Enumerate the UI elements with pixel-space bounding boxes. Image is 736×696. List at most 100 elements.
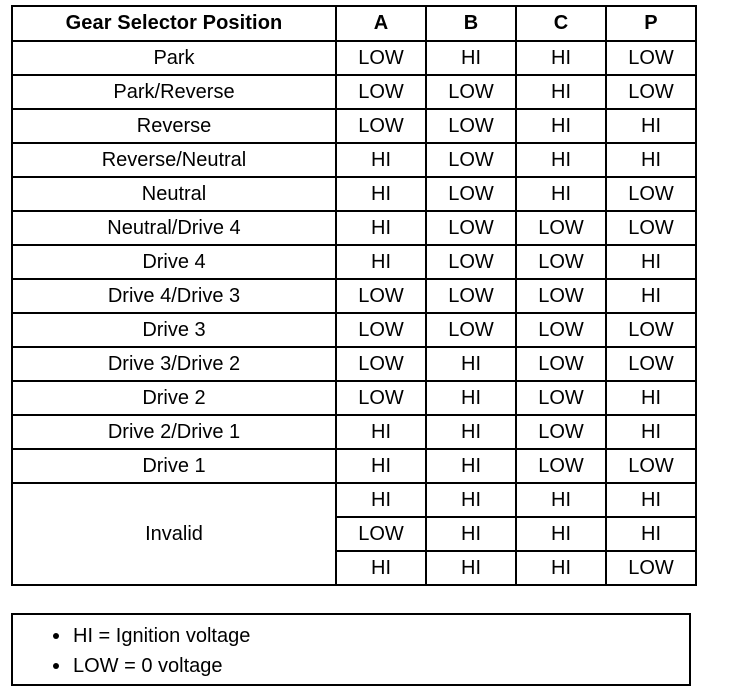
gear-selector-table-container: Gear Selector Position A B C P Park LOW … (11, 5, 697, 586)
cell-a: HI (335, 244, 427, 280)
cell-p: HI (605, 516, 697, 552)
table-header: Gear Selector Position A B C P (11, 5, 697, 42)
row-label: Drive 3/Drive 2 (11, 346, 337, 382)
cell-p: LOW (605, 176, 697, 212)
cell-b: HI (425, 482, 517, 518)
cell-b: LOW (425, 176, 517, 212)
bullet-icon (53, 663, 59, 669)
table-row: Drive 4 HI LOW LOW HI (11, 244, 697, 280)
table-row: Drive 3 LOW LOW LOW LOW (11, 312, 697, 348)
row-label: Reverse (11, 108, 337, 144)
cell-p: LOW (605, 40, 697, 76)
table-body: Park LOW HI HI LOW Park/Reverse LOW LOW … (11, 40, 697, 586)
cell-a: HI (335, 142, 427, 178)
legend-note-item: HI = Ignition voltage (53, 621, 689, 651)
cell-a: HI (335, 414, 427, 450)
table-row: Drive 3/Drive 2 LOW HI LOW LOW (11, 346, 697, 382)
cell-p: HI (605, 244, 697, 280)
row-label: Park/Reverse (11, 74, 337, 110)
cell-p: LOW (605, 210, 697, 246)
cell-b: HI (425, 380, 517, 416)
cell-c: HI (515, 142, 607, 178)
table-row: Drive 1 HI HI LOW LOW (11, 448, 697, 484)
cell-b: HI (425, 346, 517, 382)
legend-notes-list: HI = Ignition voltage LOW = 0 voltage (13, 621, 689, 681)
cell-c: LOW (515, 278, 607, 314)
row-label: Neutral/Drive 4 (11, 210, 337, 246)
cell-c: LOW (515, 244, 607, 280)
table-row: Park LOW HI HI LOW (11, 40, 697, 76)
legend-note-text: HI = Ignition voltage (73, 625, 251, 647)
cell-a: LOW (335, 278, 427, 314)
column-header-a: A (335, 5, 427, 42)
cell-b: HI (425, 550, 517, 586)
row-label: Drive 4/Drive 3 (11, 278, 337, 314)
cell-c: HI (515, 108, 607, 144)
cell-b: HI (425, 448, 517, 484)
table-row: Park/Reverse LOW LOW HI LOW (11, 74, 697, 110)
cell-a: LOW (335, 346, 427, 382)
cell-b: LOW (425, 278, 517, 314)
row-label: Drive 1 (11, 448, 337, 484)
cell-b: LOW (425, 74, 517, 110)
table-row-invalid: LOW HI HI HI (12, 516, 697, 552)
row-label: Neutral (11, 176, 337, 212)
cell-p: LOW (605, 550, 697, 586)
cell-c: LOW (515, 210, 607, 246)
cell-a: LOW (335, 40, 427, 76)
cell-p: HI (605, 380, 697, 416)
cell-a: LOW (335, 380, 427, 416)
cell-b: HI (425, 516, 517, 552)
cell-a: HI (335, 482, 427, 518)
cell-a: HI (335, 210, 427, 246)
table-header-row: Gear Selector Position A B C P (11, 5, 697, 42)
table-row: Drive 2/Drive 1 HI HI LOW HI (11, 414, 697, 450)
row-label: Drive 4 (11, 244, 337, 280)
row-label-invalid: Invalid (11, 482, 337, 586)
cell-b: HI (425, 414, 517, 450)
cell-b: LOW (425, 210, 517, 246)
table-row: Reverse/Neutral HI LOW HI HI (11, 142, 697, 178)
table-row-invalid: Invalid HI HI HI HI (11, 482, 697, 586)
cell-c: HI (515, 482, 607, 518)
cell-p: HI (605, 108, 697, 144)
row-label: Drive 2 (11, 380, 337, 416)
cell-p: LOW (605, 74, 697, 110)
cell-p: HI (605, 142, 697, 178)
cell-b: LOW (425, 312, 517, 348)
cell-p: LOW (605, 312, 697, 348)
cell-b: LOW (425, 142, 517, 178)
legend-note-text: LOW = 0 voltage (73, 655, 223, 677)
cell-c: LOW (515, 380, 607, 416)
column-header-p: P (605, 5, 697, 42)
cell-b: LOW (425, 244, 517, 280)
cell-p: LOW (605, 346, 697, 382)
cell-c: LOW (515, 346, 607, 382)
cell-c: HI (515, 176, 607, 212)
row-label: Drive 3 (11, 312, 337, 348)
cell-c: HI (515, 516, 607, 552)
cell-a: HI (335, 550, 427, 586)
table-row: Drive 2 LOW HI LOW HI (11, 380, 697, 416)
cell-p: HI (605, 278, 697, 314)
legend-note-item: LOW = 0 voltage (53, 651, 689, 681)
column-header-c: C (515, 5, 607, 42)
column-header-b: B (425, 5, 517, 42)
cell-a: HI (335, 176, 427, 212)
cell-a: HI (335, 448, 427, 484)
table-row: Neutral/Drive 4 HI LOW LOW LOW (11, 210, 697, 246)
cell-p: LOW (605, 448, 697, 484)
column-header-gear-selector-position: Gear Selector Position (11, 5, 337, 42)
table-row: Neutral HI LOW HI LOW (11, 176, 697, 212)
table-row: Reverse LOW LOW HI HI (11, 108, 697, 144)
cell-a: LOW (335, 108, 427, 144)
cell-c: LOW (515, 414, 607, 450)
cell-a: LOW (335, 516, 427, 552)
cell-p: HI (605, 482, 697, 518)
cell-b: HI (425, 40, 517, 76)
cell-a: LOW (335, 312, 427, 348)
table-row-invalid: HI HI HI LOW (12, 550, 697, 586)
cell-c: HI (515, 74, 607, 110)
gear-selector-table: Gear Selector Position A B C P Park LOW … (11, 5, 697, 586)
